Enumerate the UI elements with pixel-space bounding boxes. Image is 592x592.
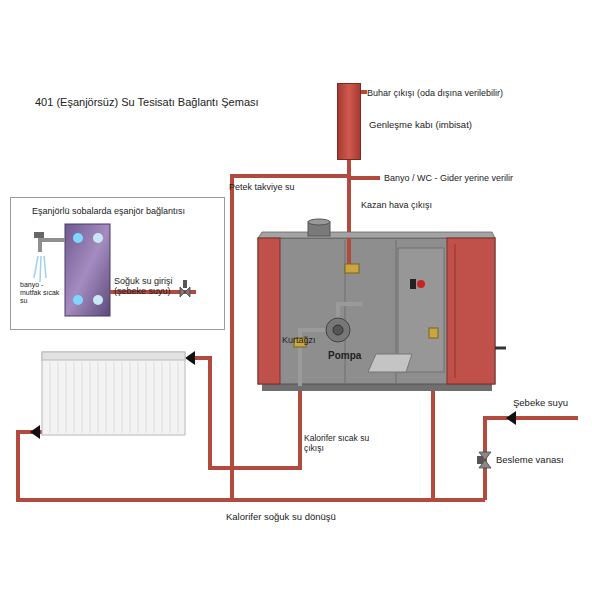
exchanger-port: [93, 233, 103, 243]
brass-fitting: [345, 264, 359, 273]
boiler-side-panel: [258, 238, 280, 384]
pump: [326, 318, 350, 342]
annotation-label: Petek takviye su: [229, 182, 295, 192]
radiator: [42, 352, 185, 435]
annotation-label: Şebeke suyu: [513, 398, 568, 409]
pump-hub: [333, 325, 343, 335]
faucet-pipe: [40, 240, 65, 252]
steam-pipe: [361, 90, 367, 94]
annotation-label: banyo - mutfak sıcak su: [20, 281, 62, 305]
node-label: Pompa: [328, 350, 361, 362]
annotation-label: Banyo / WC - Gider yerine verilir: [384, 173, 513, 183]
pipe-label: Kazan hava çıkışı: [361, 200, 432, 210]
node-heading: Genleşme kabı (imbisat): [369, 120, 472, 131]
annotation-label: Soğuk su girişi (şebeke suyu): [114, 276, 192, 297]
faucet-handle: [34, 232, 44, 238]
brass-fitting: [429, 328, 438, 338]
annotation-label: Kalorifer sıcak su çıkışı: [304, 434, 370, 454]
inset-background: [10, 197, 225, 330]
heat-exchanger: [65, 224, 110, 316]
control-knob: [410, 279, 416, 289]
boiler-side-panel: [447, 238, 495, 384]
radiator-fins: [50, 362, 178, 433]
node-heading: Eşanjörlü sobalarda eşanjör bağlantısı: [32, 206, 185, 216]
water-stream: [34, 256, 46, 282]
drain-pipe: [349, 176, 380, 180]
inset-box: Eşanjörlü sobalarda eşanjör bağlantısı: [10, 197, 225, 330]
diagram-title: 401 (Eşanjörsüz) Su Tesisatı Bağlantı Şe…: [35, 96, 259, 109]
pipe-connector: [347, 160, 351, 232]
valve-symbol: [180, 287, 190, 297]
radiator-grille: [42, 352, 185, 360]
return-pipe: [18, 432, 485, 500]
mains-pipe: [485, 418, 578, 500]
flow-arrow: [185, 351, 195, 365]
exchanger-port: [93, 295, 103, 305]
expansion-tank: Genleşme kabı (imbisat): [337, 83, 361, 160]
boiler-lid: [258, 232, 495, 238]
chimney-top: [308, 219, 330, 225]
ash-tray: [368, 354, 412, 372]
annotation-label: Kalorifer soğuk su dönüşü: [226, 512, 336, 523]
valve-handle: [183, 280, 187, 288]
boiler-door: [398, 248, 444, 372]
boiler-handle: [495, 347, 506, 350]
exchanger-port: [73, 233, 83, 243]
boiler-body: [258, 238, 495, 384]
thermometer: [417, 280, 425, 288]
exchanger-port: [73, 295, 83, 305]
valve-handle: [477, 456, 483, 464]
flow-arrow: [30, 425, 40, 439]
panel-edge: [455, 244, 456, 378]
annotation-label: Buhar çıkışı (oda dışına verilebilir): [367, 88, 503, 98]
pump-pipe: [300, 304, 362, 386]
flow-arrow: [506, 411, 516, 425]
kurtagzi-fitting: [294, 338, 306, 347]
annotation-label: Besleme vanası: [496, 455, 564, 466]
node-heading: Kurtağzı: [282, 335, 316, 345]
boiler: KurtağzıPompa: [258, 232, 495, 391]
